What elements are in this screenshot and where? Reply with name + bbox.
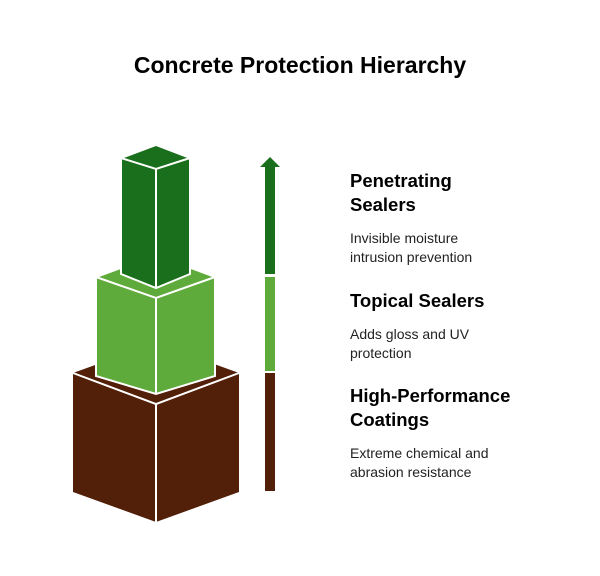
level-description: Extreme chemical and abrasion resistance	[350, 445, 489, 480]
top-block	[120, 143, 191, 290]
level-title: Topical Sealers	[350, 290, 485, 311]
level-high-performance-coatings: High-Performance Coatings Extreme chemic…	[350, 384, 550, 482]
arrow-up-icon	[260, 157, 280, 491]
level-topical-sealers: Topical Sealers Adds gloss and UV protec…	[350, 289, 550, 363]
diagram-title: Concrete Protection Hierarchy	[133, 52, 467, 78]
level-title: High-Performance Coatings	[350, 385, 511, 430]
level-description: Invisible moisture intrusion prevention	[350, 230, 473, 265]
level-description: Adds gloss and UV protection	[350, 326, 470, 361]
level-penetrating-sealers: Penetrating Sealers Invisible moisture i…	[350, 169, 550, 267]
bottom-block	[72, 343, 240, 522]
level-title: Penetrating Sealers	[350, 170, 452, 215]
